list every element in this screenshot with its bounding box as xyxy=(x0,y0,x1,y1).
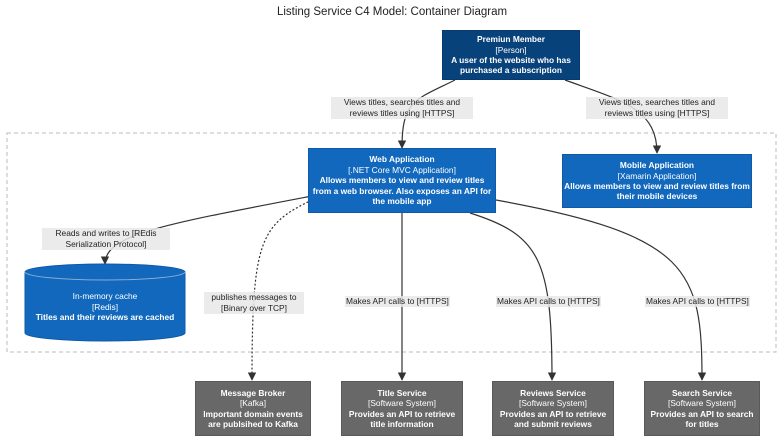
node-premium-member[interactable]: Premiun Member [Person] A user of the we… xyxy=(442,30,580,80)
node-type: [.NET Core MVC Application] xyxy=(348,164,456,175)
node-type: [Software System] xyxy=(519,398,587,409)
node-in-memory-cache[interactable]: In-memory cache [Redis] Titles and their… xyxy=(25,282,185,332)
node-desc: Provides an API to search for titles xyxy=(650,408,754,429)
node-title-service[interactable]: Title Service [Software System] Provides… xyxy=(341,381,463,436)
node-type: [Kafka] xyxy=(239,398,267,409)
node-mobile-application[interactable]: Mobile Application [Xamarin Application]… xyxy=(562,154,752,208)
node-reviews-service[interactable]: Reviews Service [Software System] Provid… xyxy=(492,381,614,436)
edge-label-web-title: Makes API calls to [HTTPS] xyxy=(345,296,450,307)
cache-cylinder xyxy=(24,263,186,342)
node-search-service[interactable]: Search Service [Software System] Provide… xyxy=(644,381,760,436)
node-name: In-memory cache xyxy=(72,291,138,302)
node-name: Premiun Member xyxy=(477,34,545,45)
node-desc: Allows members to view and review titles… xyxy=(312,175,492,207)
node-message-broker[interactable]: Message Broker [Kafka] Important domain … xyxy=(195,381,311,436)
node-type: [Xamarin Application] xyxy=(617,170,697,181)
edge-label-member-web: Views titles, searches titles and review… xyxy=(331,97,473,119)
node-name: Message Broker xyxy=(220,387,286,398)
node-desc: Provides an API to retrieve and submit r… xyxy=(499,408,607,429)
edge-web-search xyxy=(495,199,707,381)
node-name: Title Service xyxy=(377,387,427,398)
node-desc: Important domain events are publsihed to… xyxy=(203,408,303,429)
node-web-application[interactable]: Web Application [.NET Core MVC Applicati… xyxy=(308,148,496,213)
node-type: [Software System] xyxy=(368,398,436,409)
node-name: Search Service xyxy=(671,387,733,398)
node-type: [Redis] xyxy=(91,301,119,312)
edge-label-web-search: Makes API calls to [HTTPS] xyxy=(645,296,750,307)
edge-web-broker xyxy=(247,199,313,381)
node-name: Web Application xyxy=(369,154,435,165)
node-name: Reviews Service xyxy=(520,387,586,398)
diagram-title: Listing Service C4 Model: Container Diag… xyxy=(276,6,508,18)
edge-label-web-reviews: Makes API calls to [HTTPS] xyxy=(496,296,601,307)
node-type: [Person] xyxy=(495,44,527,55)
node-name: Mobile Application xyxy=(619,160,695,171)
edge-label-web-cache: Reads and writes to [REdis Serialization… xyxy=(42,228,170,250)
edge-label-web-broker: publishes messages to [Binary over TCP] xyxy=(204,292,304,314)
edge-label-member-mobile: Views titles, searches titles and review… xyxy=(586,97,728,119)
node-desc: Provides an API to retrieve title inform… xyxy=(348,408,456,429)
node-type: [Software System] xyxy=(668,398,736,409)
node-desc: Titles and their reviews are cached xyxy=(35,312,175,323)
edge-web-reviews xyxy=(469,212,557,381)
node-desc: A user of the website who has purchased … xyxy=(451,55,571,76)
node-desc: Allows members to view and review titles… xyxy=(564,181,750,202)
system-boundary xyxy=(6,132,777,353)
